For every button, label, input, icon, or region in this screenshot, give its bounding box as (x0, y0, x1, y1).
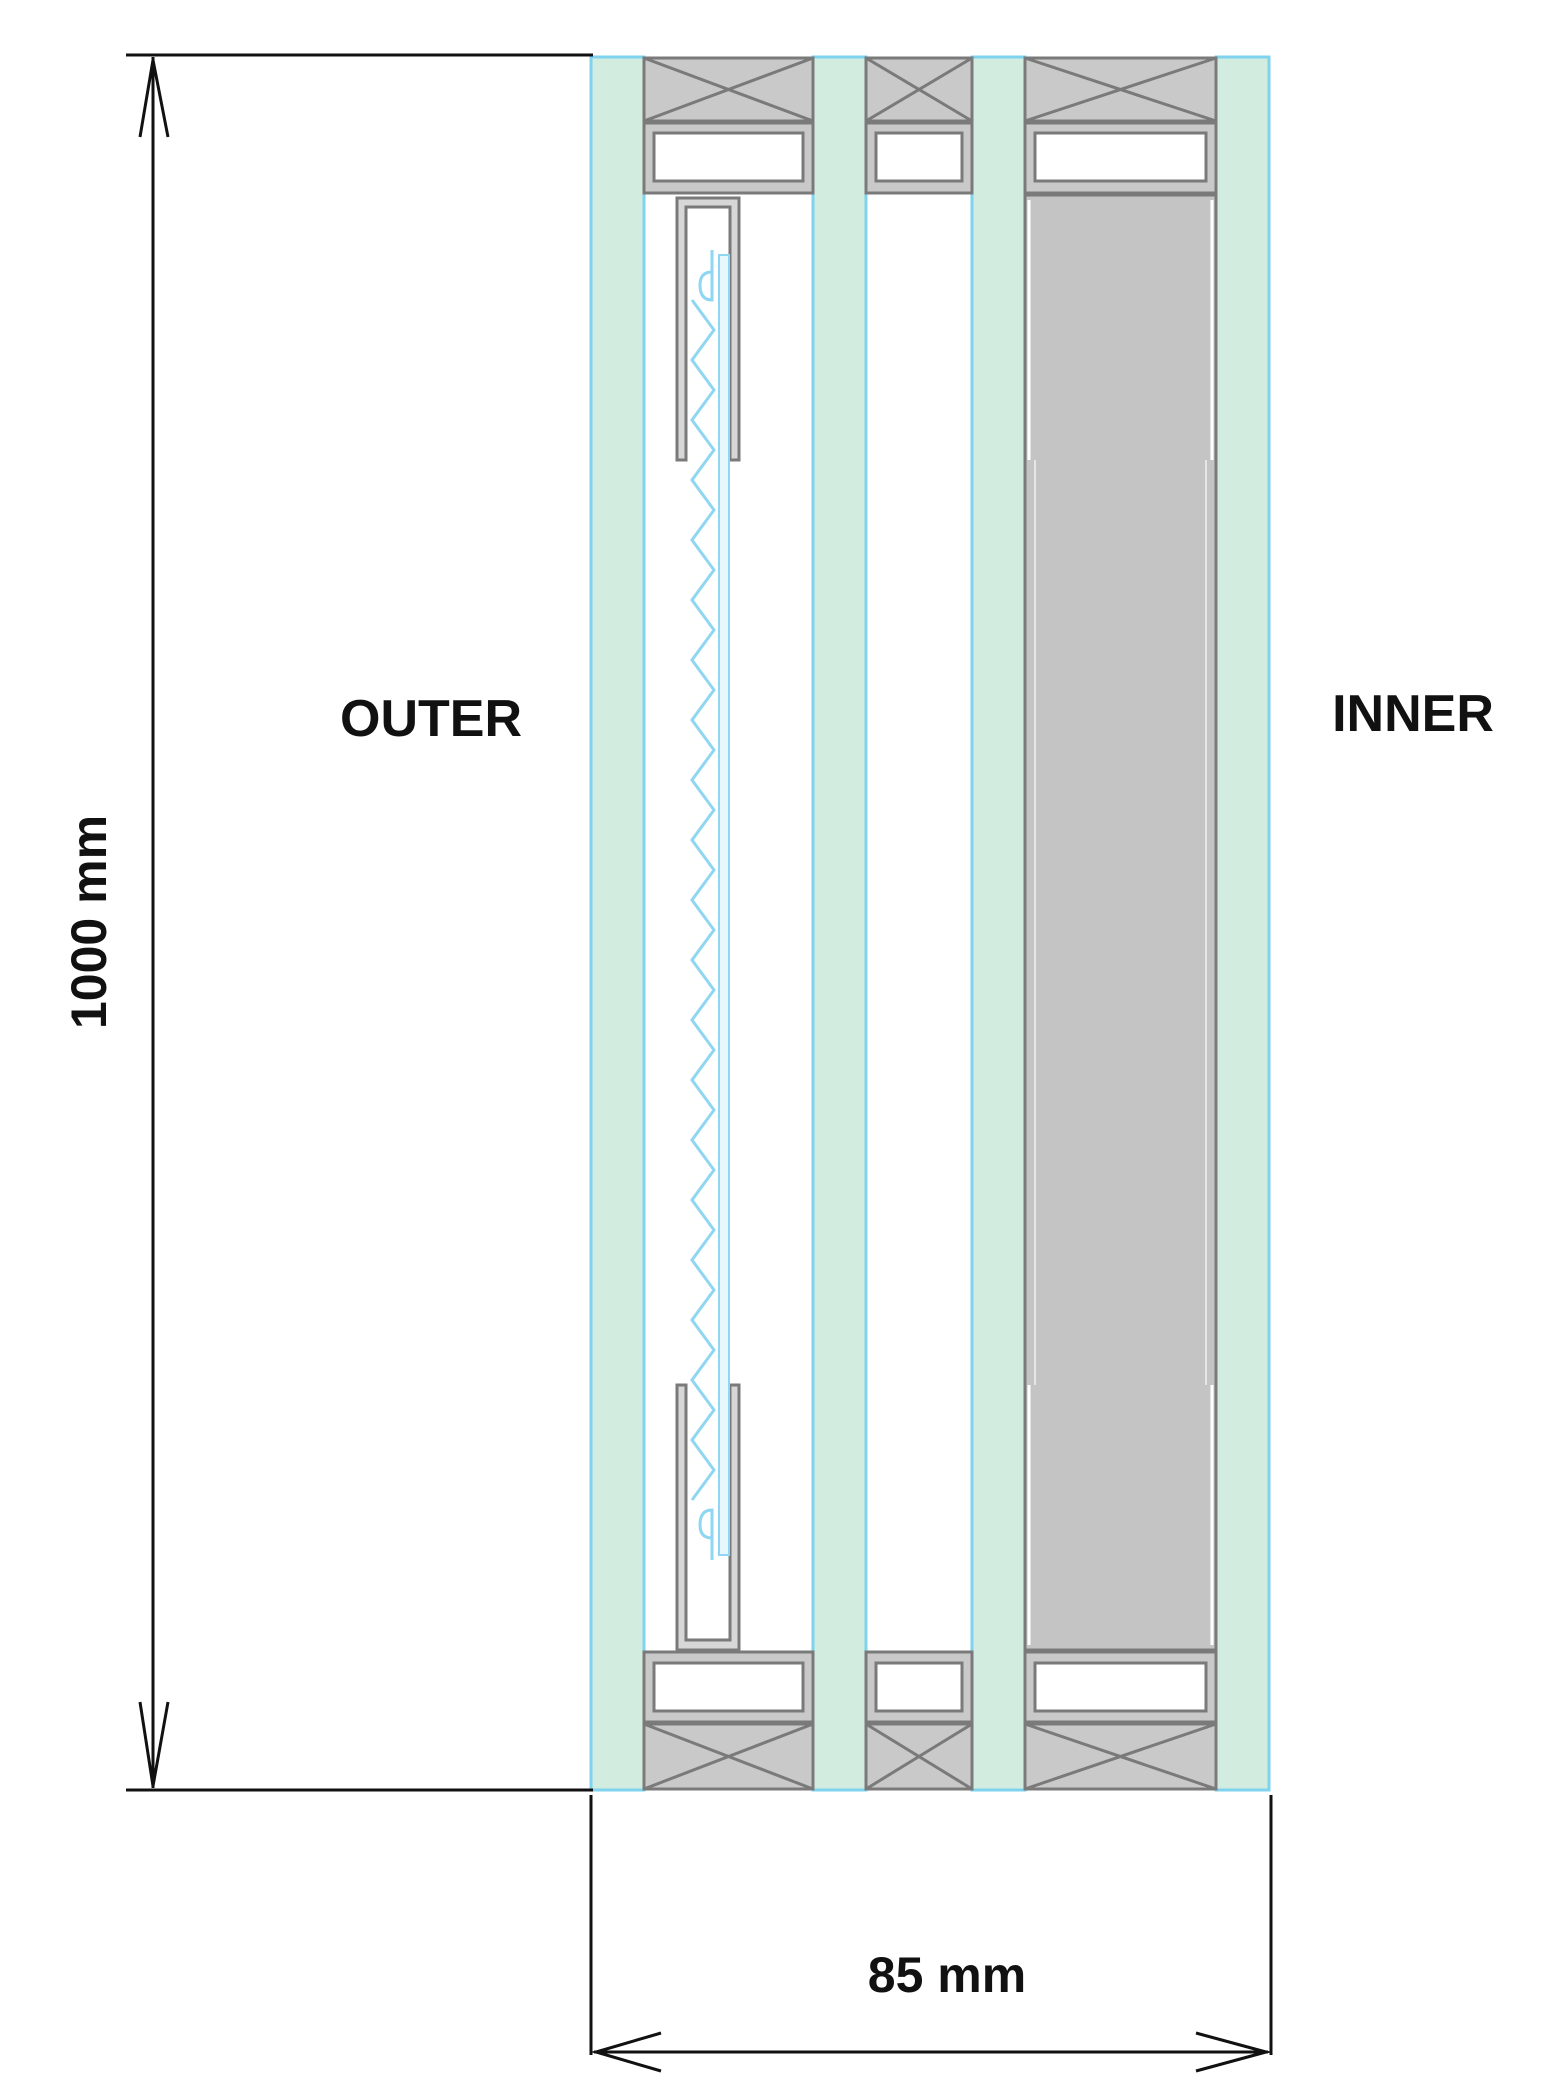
blind-bracket-top (675, 196, 741, 462)
height-arrow-bottom (138, 1701, 170, 1787)
cavity-3 (1023, 56, 1218, 1791)
cavity-1 (642, 56, 815, 1791)
glass-pane-inner (1214, 55, 1271, 1792)
glass-panes (589, 55, 1271, 1792)
height-dimension-label: 1000 mm (61, 815, 117, 1029)
blind-hook-bottom (698, 1508, 714, 1560)
spacer-bottom-cavity-2 (864, 1650, 974, 1791)
spacer-bottom-cavity-3 (1023, 1650, 1218, 1791)
outer-label: OUTER (340, 690, 522, 748)
blind-rail (718, 254, 730, 1556)
height-arrow-top (138, 59, 170, 138)
height-dimension (126, 53, 593, 1792)
width-arrow-right (1195, 2031, 1272, 2073)
pleated-blind (690, 299, 716, 1501)
cavity-3-panel (1023, 193, 1218, 1652)
spacer-top-cavity-1 (642, 56, 815, 195)
spacer-bottom-cavity-1 (642, 1650, 815, 1791)
cavity-2 (864, 56, 974, 1791)
glass-pane-outer (589, 55, 646, 1792)
spacer-top-cavity-3 (1023, 56, 1218, 195)
width-arrow-left (590, 2031, 662, 2073)
glass-pane-third (970, 55, 1027, 1792)
inner-label: INNER (1332, 685, 1494, 743)
width-dimension-label: 85 mm (868, 1947, 1026, 2003)
panel-inner-edges (1027, 200, 1214, 1645)
glass-pane-second (811, 55, 868, 1792)
blind-hook-top (698, 250, 714, 302)
spacer-top-cavity-2 (864, 56, 974, 195)
width-dimension (589, 1795, 1273, 2073)
